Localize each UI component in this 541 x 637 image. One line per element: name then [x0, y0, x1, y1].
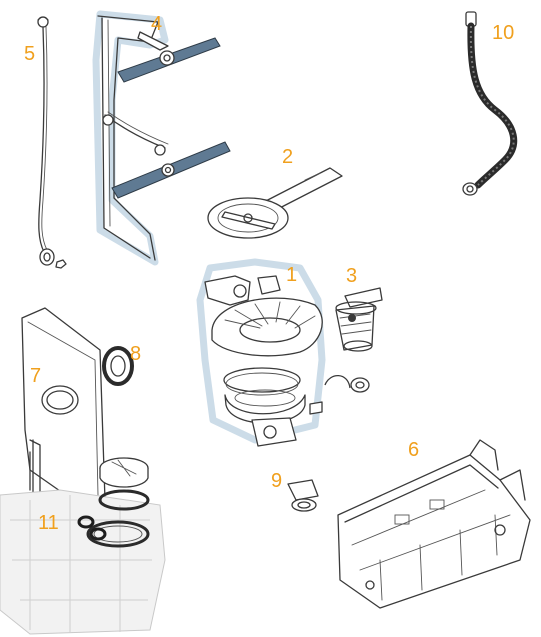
part-11-base-tub[interactable]: [0, 451, 166, 635]
part-6-base-frame[interactable]: [337, 439, 531, 609]
label-part-5: 5: [24, 43, 36, 65]
label-part-7: 7: [30, 365, 42, 387]
label-part-6: 6: [408, 439, 420, 461]
part-3-filter-cartridge[interactable]: [335, 287, 383, 352]
label-part-8: 8: [130, 343, 142, 365]
label-part-9: 9: [271, 470, 283, 492]
part-10-drain-hose[interactable]: [462, 11, 518, 196]
label-part-11: 11: [38, 512, 59, 534]
part-1-sump-assembly[interactable]: [196, 258, 370, 447]
part-7-side-panel[interactable]: [21, 307, 106, 521]
part-9-valve[interactable]: [287, 479, 319, 512]
label-part-3: 3: [346, 265, 358, 287]
label-part-10: 10: [492, 22, 515, 44]
part-8-seal-ring[interactable]: [102, 346, 134, 386]
part-2-spray-arm[interactable]: [207, 167, 343, 239]
label-part-2: 2: [282, 146, 294, 168]
label-part-1: 1: [286, 264, 298, 286]
label-part-4: 4: [151, 13, 163, 35]
part-5-water-pipe[interactable]: [37, 16, 67, 269]
part-4-spray-arm-assembly[interactable]: [92, 10, 231, 266]
